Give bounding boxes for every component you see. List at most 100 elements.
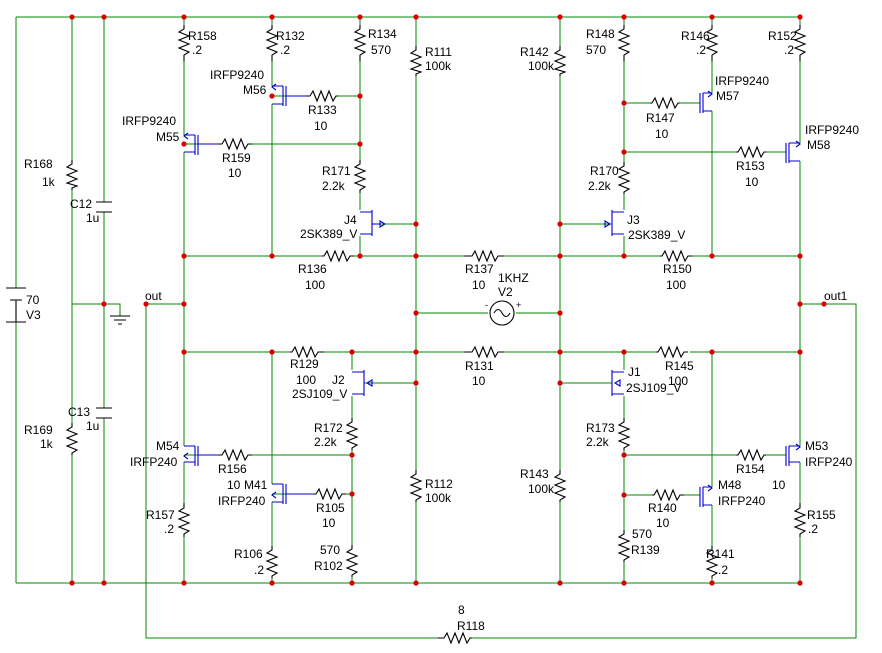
resistor-R156 xyxy=(218,448,252,462)
label-R105: R105 xyxy=(316,501,345,515)
resistor-R154 xyxy=(736,448,766,462)
resistor-R140 xyxy=(652,488,684,502)
resistor-R157 xyxy=(177,503,191,537)
junction-dot xyxy=(181,301,187,307)
resistor-R170 xyxy=(617,162,631,194)
ground-symbol xyxy=(110,315,130,325)
junction-dot xyxy=(413,380,419,386)
junction-dot xyxy=(709,14,715,20)
mosfet-M55 xyxy=(183,132,218,155)
label-R139: R139 xyxy=(631,543,660,557)
label-R155: R155 xyxy=(807,508,836,522)
junction-dot xyxy=(269,14,275,20)
resistor-R112 xyxy=(409,470,423,502)
junction-dot xyxy=(557,221,563,227)
resistor-R141 xyxy=(705,546,719,578)
type-M55: IRFP9240 xyxy=(122,114,176,128)
capacitors xyxy=(96,201,112,419)
label-J3: J3 xyxy=(627,213,640,227)
junction-dot xyxy=(557,253,563,259)
value-R142: 100k xyxy=(528,59,555,73)
junction-dot xyxy=(621,253,627,259)
resistors xyxy=(65,25,807,578)
label-J1: J1 xyxy=(628,365,641,379)
mosfet-M53 xyxy=(785,443,801,466)
type-M53: IRFP240 xyxy=(805,455,853,469)
net-label-out: out xyxy=(145,289,162,303)
mosfet-M58 xyxy=(785,140,801,163)
labels: R158 .2 R132 .2 R134 570 R111 100k R142 … xyxy=(24,27,859,633)
value-R153: 10 xyxy=(745,175,759,189)
value-R106: .2 xyxy=(254,563,264,577)
mosfet-M48 xyxy=(699,484,713,507)
mosfet-M57 xyxy=(699,90,713,113)
label-V2: V2 xyxy=(498,285,513,299)
resistor-R159 xyxy=(218,137,252,151)
label-R150: R150 xyxy=(663,262,692,276)
type-M41: IRFP240 xyxy=(218,494,266,508)
type-J1: 2SJ109_V xyxy=(626,381,681,395)
value-R137: 10 xyxy=(472,278,486,292)
value-R147: 10 xyxy=(655,127,669,141)
wires xyxy=(15,16,857,639)
label-R157: R157 xyxy=(146,508,175,522)
resistor-R134 xyxy=(353,25,367,61)
label-M56: M56 xyxy=(243,83,267,97)
label-R106: R106 xyxy=(234,547,263,561)
junction-dot xyxy=(413,14,419,20)
label-R156: R156 xyxy=(218,462,247,476)
label-R172: R172 xyxy=(314,421,343,435)
value-R170: 2.2k xyxy=(588,179,612,193)
value-R168: 1k xyxy=(42,175,56,189)
label-M57: M57 xyxy=(716,89,740,103)
label-J2: J2 xyxy=(332,373,345,387)
resistor-R169 xyxy=(65,423,79,455)
resistor-R129 xyxy=(290,345,324,359)
label-R136: R136 xyxy=(298,262,327,276)
junction-dot xyxy=(181,141,187,147)
label-R146: R146 xyxy=(681,29,710,43)
value-R159: 10 xyxy=(228,166,242,180)
jfet-J2 xyxy=(352,370,373,396)
resistor-R132 xyxy=(265,25,279,61)
junction-dot xyxy=(557,380,563,386)
junction-dot xyxy=(557,349,563,355)
junction-dot xyxy=(557,14,563,20)
junction-dot xyxy=(709,253,715,259)
junction-dot xyxy=(349,491,355,497)
jfet-J1 xyxy=(611,370,624,396)
junction-dot xyxy=(181,349,187,355)
value-V2: 1KHZ xyxy=(498,271,529,285)
resistor-R139 xyxy=(617,530,631,562)
junction-dot xyxy=(621,100,627,106)
label-R169: R169 xyxy=(24,423,53,437)
junction-dot xyxy=(101,301,107,307)
value-R143: 100k xyxy=(528,482,555,496)
resistor-R106 xyxy=(265,546,279,578)
label-R147: R147 xyxy=(646,111,675,125)
value-R157: .2 xyxy=(164,522,174,536)
junction-dot xyxy=(181,253,187,259)
value-R171: 2.2k xyxy=(322,179,346,193)
value-R150: 100 xyxy=(666,278,686,292)
resistor-R143 xyxy=(553,470,567,502)
junction-dot xyxy=(621,14,627,20)
label-M55: M55 xyxy=(156,130,180,144)
junction-dot xyxy=(349,349,355,355)
resistor-R158 xyxy=(177,25,191,61)
junction-dot xyxy=(357,253,363,259)
type-M57: IRFP9240 xyxy=(715,74,769,88)
junction-dot xyxy=(621,349,627,355)
junction-dot xyxy=(797,580,803,586)
resistor-R102 xyxy=(345,545,359,577)
label-R168: R168 xyxy=(24,157,53,171)
label-R133: R133 xyxy=(308,103,337,117)
resistor-R168 xyxy=(65,160,79,190)
value-R131: 10 xyxy=(472,374,486,388)
label-R129: R129 xyxy=(290,357,319,371)
junction-dot xyxy=(269,253,275,259)
junction-dot xyxy=(621,580,627,586)
label-R153: R153 xyxy=(736,159,765,173)
label-C12: C12 xyxy=(70,197,92,211)
value-R156: 10 xyxy=(227,478,241,492)
